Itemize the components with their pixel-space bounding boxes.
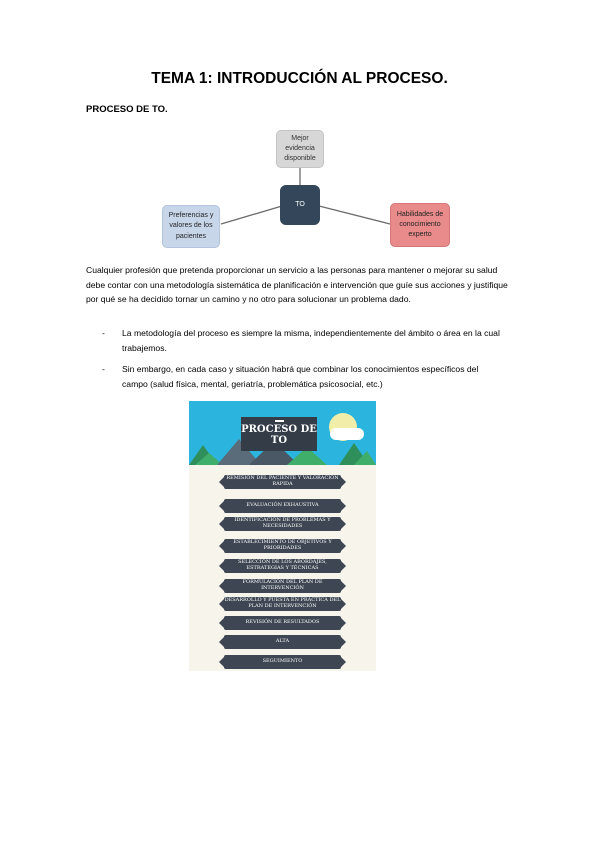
diagram-node-to: TO [280,185,320,225]
process-step: FORMULACIÓN DEL PLAN DE INTERVENCIÓN [219,579,346,593]
process-infographic: PROCESO DE TO REMISIÓN DEL PACIENTE Y VA… [189,401,376,671]
cloud-icon [330,428,364,440]
bullet-text: La metodología del proceso es siempre la… [122,328,500,353]
process-step: REVISIÓN DE RESULTADOS [219,616,346,630]
diagram-connectors [220,168,391,225]
bullet-dash: - [102,364,105,374]
title-accent [275,420,284,422]
bullet-dash: - [102,328,105,338]
process-step: SELECCIÓN DE LOS ABORDAJES, ESTRATEGIAS … [219,559,346,573]
process-step: EVALUACIÓN EXHAUSTIVA [219,499,346,513]
diagram-node-skills: Habilidades de conocimiento experto [390,203,450,247]
process-step: IDENTIFICACIÓN DE PROBLEMAS Y NECESIDADE… [219,517,346,531]
document-title: TEMA 1: INTRODUCCIÓN AL PROCESO. [151,70,448,87]
process-step: ALTA [219,635,346,649]
diagram-node-evidence: Mejor evidencia disponible [276,130,324,168]
to-process-diagram: Mejor evidencia disponible TO Preferenci… [0,0,599,260]
section-subtitle: PROCESO DE TO. [86,104,168,115]
process-step: DESARROLLO Y PUESTA EN PRÁCTICA DEL PLAN… [219,597,346,611]
intro-paragraph: Cualquier profesión que pretenda proporc… [86,265,508,305]
process-step: ESTABLECIMIENTO DE OBJETIVOS Y PRIORIDAD… [219,539,346,553]
bullet-text: Sin embargo, en cada caso y situación ha… [122,364,479,389]
process-step: REMISIÓN DEL PACIENTE Y VALORACIÓN RÁPID… [219,475,346,489]
landscape-illustration [189,439,376,465]
process-step: SEGUIMIENTO [219,655,346,669]
diagram-node-preferences: Preferencias y valores de los pacientes [162,205,220,248]
infographic-title: PROCESO DE TO [241,417,317,451]
